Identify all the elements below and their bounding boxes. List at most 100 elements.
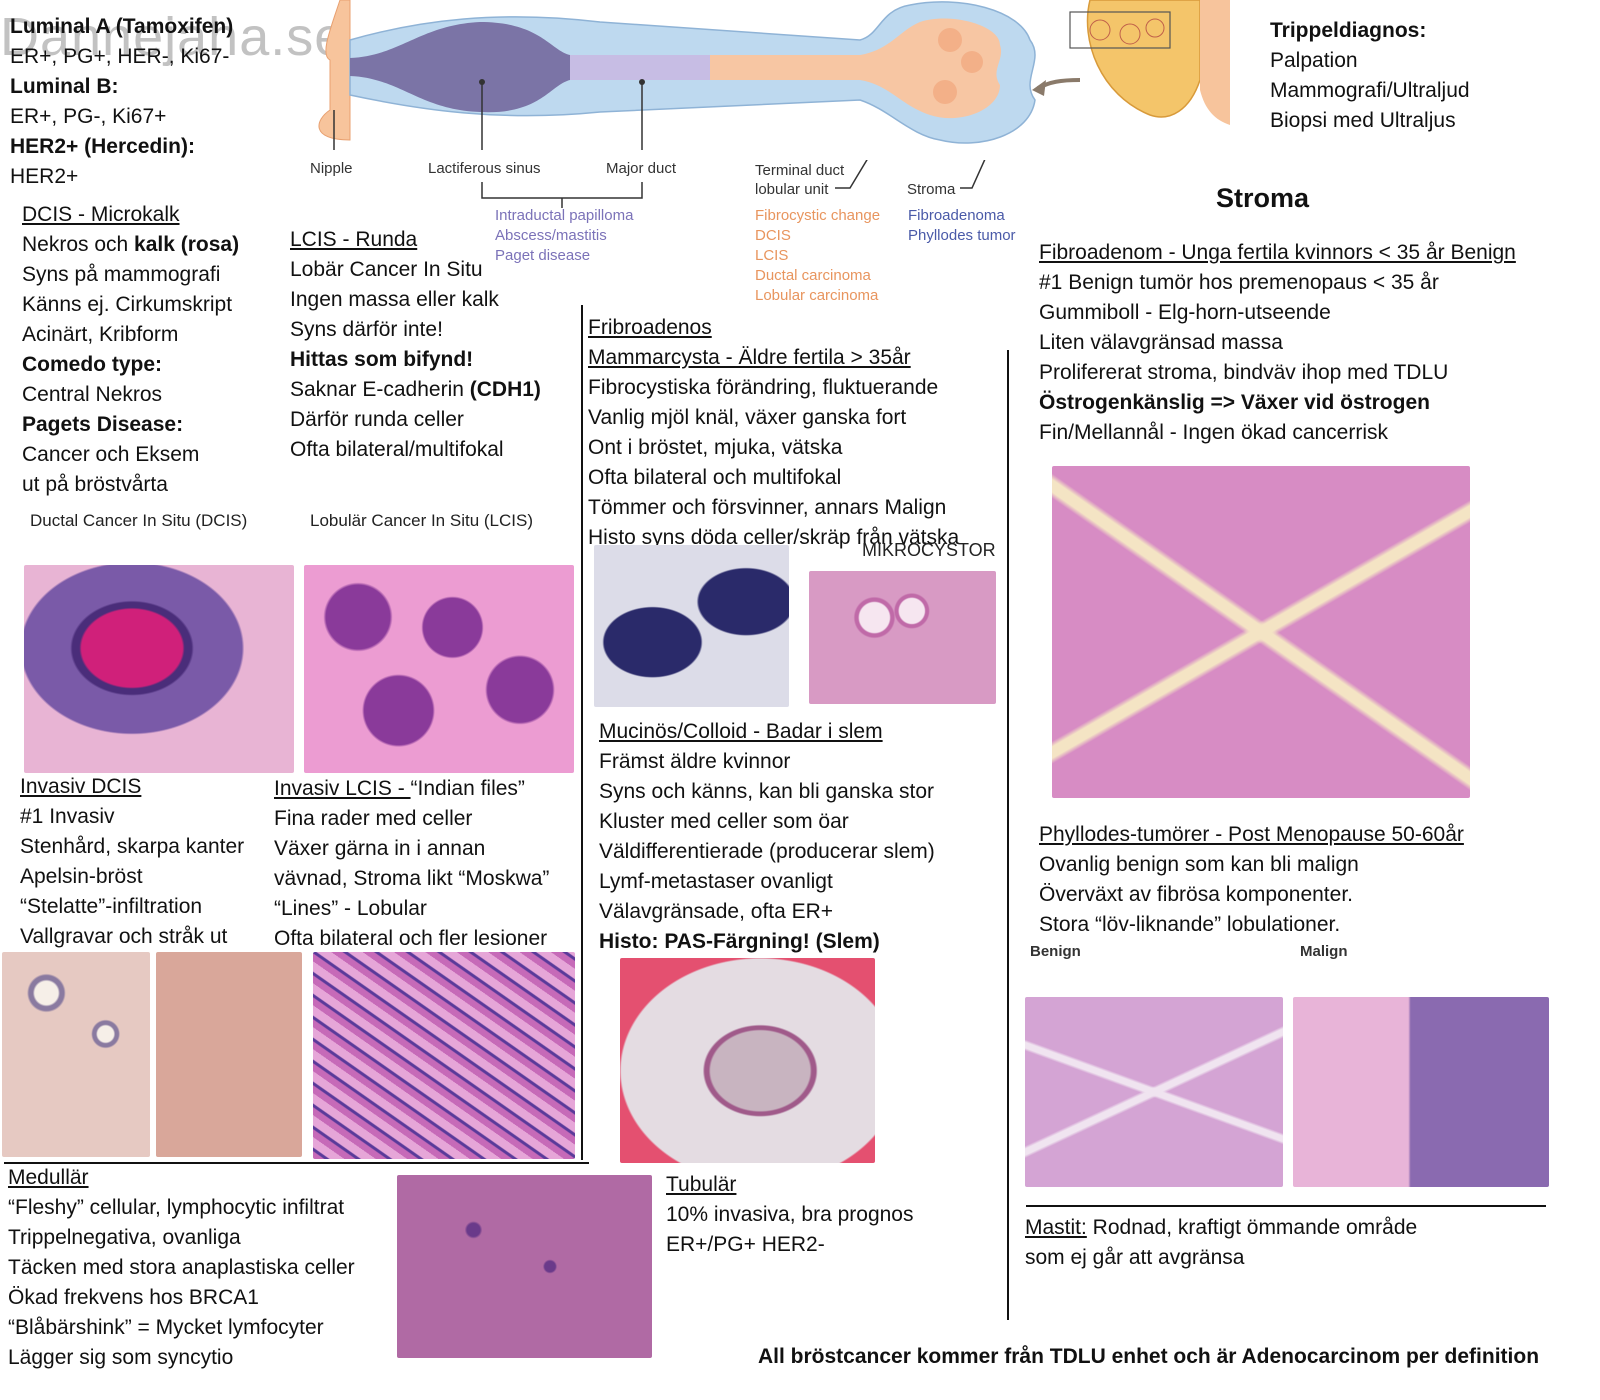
invasiv-dcis-line: Vallgravar och stråk ut bbox=[20, 925, 228, 948]
fibroadenom-line: Liten välavgränsad massa bbox=[1039, 331, 1283, 354]
lobule-icon bbox=[1089, 19, 1111, 41]
mucinos-line: Syns och känns, kan bli ganska stor bbox=[599, 780, 935, 803]
lcis-bold: Hittas som bifynd! bbox=[290, 348, 474, 371]
lesion-item: Fibroadenoma bbox=[908, 207, 1005, 224]
mucinos-micrograph bbox=[620, 958, 875, 1163]
label-major-duct: Major duct bbox=[606, 160, 677, 177]
stroma-pointer bbox=[960, 160, 986, 189]
medullar-title: Medullär bbox=[8, 1166, 89, 1189]
invasiv-dcis-micrograph-a bbox=[2, 952, 150, 1157]
lobule-circle bbox=[961, 51, 983, 73]
invasiv-lcis-micrograph bbox=[313, 952, 575, 1159]
mucinos-bold: Histo: PAS-Färgning! (Slem) bbox=[599, 930, 880, 953]
triple-line: Mammografi/Ultraljud bbox=[1270, 79, 1470, 102]
fibroadenom-line: Gummiboll - Elg-horn-utseende bbox=[1039, 301, 1331, 324]
breast-illustration bbox=[1032, 0, 1230, 125]
medullar-line: Trippelnegativa, ovanliga bbox=[8, 1226, 241, 1249]
phyllodes-block: Phyllodes-tumörer - Post Menopause 50-60… bbox=[1039, 820, 1464, 940]
lcis-line: Därför runda celler bbox=[290, 408, 464, 431]
mucinos-line: Kluster med celler som öar bbox=[599, 810, 849, 833]
label-lactiferous-sinus: Lactiferous sinus bbox=[428, 160, 541, 177]
lcis-line: Ingen massa eller kalk bbox=[290, 288, 499, 311]
phyllodes-benign-micrograph bbox=[1025, 997, 1283, 1187]
fibro-block: Fribroadenos Mammarcysta - Äldre fertila… bbox=[588, 313, 959, 553]
label-stroma: Stroma bbox=[907, 181, 956, 198]
tdlu-lesions: Fibrocystic change DCIS LCIS Ductal carc… bbox=[755, 206, 880, 306]
zoom-box bbox=[1069, 11, 1171, 49]
watermark: Dannejaha.se bbox=[0, 7, 346, 67]
tubular-title: Tubulär bbox=[666, 1173, 737, 1196]
lcis-caption: Lobulär Cancer In Situ (LCIS) bbox=[310, 511, 533, 530]
subtype-line: HER2+ bbox=[10, 165, 79, 188]
diagram-connectors bbox=[481, 160, 986, 208]
subtype-line: ER+, PG-, Ki67+ bbox=[10, 105, 167, 128]
mucinos-line: Väldifferentierade (producerar slem) bbox=[599, 840, 935, 863]
invasiv-dcis-line: #1 Invasiv bbox=[20, 805, 115, 828]
medullar-micrograph bbox=[397, 1175, 652, 1358]
mucinos-line: Lymf-metastaser ovanligt bbox=[599, 870, 833, 893]
lcis-block: LCIS - Runda Lobär Cancer In Situ Ingen … bbox=[290, 225, 541, 465]
microcyst-caption: MIKROCYSTOR bbox=[862, 540, 996, 560]
label-nipple: Nipple bbox=[310, 160, 353, 177]
medullar-line: Ökad frekvens hos BRCA1 bbox=[8, 1286, 259, 1309]
stroma-heading: Stroma bbox=[1216, 183, 1310, 213]
fibro-line: Ofta bilateral och multifokal bbox=[588, 466, 842, 489]
dcis-line: Nekros och kalk (rosa) bbox=[22, 230, 239, 260]
terminal-duct-shape bbox=[710, 18, 1002, 119]
tubular-line: 10% invasiva, bra prognos bbox=[666, 1203, 914, 1226]
tdlu-pointer bbox=[835, 160, 868, 189]
lcis-title: LCIS - Runda bbox=[290, 228, 418, 251]
lcis-micrograph bbox=[304, 565, 574, 773]
invasiv-lcis-line: Växer gärna in i annan bbox=[274, 837, 486, 860]
lobule-icon bbox=[1145, 18, 1165, 38]
lcis-line: Ofta bilateral/multifokal bbox=[290, 438, 504, 461]
fibro-line: Vanlig mjöl knäl, växer ganska fort bbox=[588, 406, 907, 429]
divider-vertical bbox=[581, 305, 583, 1160]
invasiv-lcis-line: “Lines” - Lobular bbox=[274, 897, 427, 920]
lobule-circle bbox=[938, 28, 962, 52]
lesion-item: Ductal carcinoma bbox=[755, 267, 871, 284]
divider-horizontal bbox=[1026, 1205, 1546, 1207]
mucinos-block: Mucinös/Colloid - Badar i slem Främst äl… bbox=[599, 717, 935, 957]
dcis-line: Syns på mammografi bbox=[22, 263, 221, 286]
fibro-subtitle: Mammarcysta - Äldre fertila > 35år bbox=[588, 346, 911, 369]
dcis-block: DCIS - Microkalk Nekros och kalk (rosa) … bbox=[22, 200, 239, 500]
dcis-line: Cancer och Eksem bbox=[22, 443, 200, 466]
lesion-item: Paget disease bbox=[495, 247, 591, 264]
invasiv-lcis-title-rest: “Indian files” bbox=[410, 777, 525, 800]
subtype-line: HER2+ (Hercedin): bbox=[10, 135, 195, 158]
lesion-item: Fibrocystic change bbox=[755, 207, 881, 224]
dcis-title: DCIS - Microkalk bbox=[22, 203, 180, 226]
mucinos-title: Mucinös/Colloid - Badar i slem bbox=[599, 720, 883, 743]
invasiv-lcis-line: Fina rader med celler bbox=[274, 807, 473, 830]
stroma-lesions: Fibroadenoma Phyllodes tumor bbox=[908, 206, 1016, 246]
fibroadenom-line: Prolifererat stroma, bindväv ihop med TD… bbox=[1039, 361, 1449, 384]
label-lobular-unit: lobular unit bbox=[755, 181, 829, 198]
invasiv-lcis-block: Invasiv LCIS - “Indian files” Fina rader… bbox=[274, 774, 549, 954]
dcis-paget: Pagets Disease: bbox=[22, 413, 184, 436]
mucinos-line: Främst äldre kvinnor bbox=[599, 750, 791, 773]
fibro-line: Fibrocystiska förändring, fluktuerande bbox=[588, 376, 939, 399]
cyst-cytology-micrograph bbox=[594, 545, 789, 707]
dcis-caption: Ductal Cancer In Situ (DCIS) bbox=[30, 511, 248, 530]
medullar-line: “Blåbärshink” = Mycket lymfocyter bbox=[8, 1316, 324, 1339]
benign-label: Benign bbox=[1030, 943, 1081, 960]
lesion-item: LCIS bbox=[755, 247, 789, 264]
fibroadenom-line: Fin/Mellannål - Ingen ökad cancerrisk bbox=[1039, 421, 1389, 444]
lcis-line: Lobär Cancer In Situ bbox=[290, 258, 483, 281]
dcis-text: Nekros och bbox=[22, 233, 135, 256]
fibroadenom-bold: Östrogenkänslig => Växer vid östrogen bbox=[1039, 391, 1430, 414]
divider-horizontal bbox=[4, 1162, 589, 1164]
fibro-line: Tömmer och försvinner, annars Malign bbox=[588, 496, 947, 519]
mastit-title: Mastit: bbox=[1025, 1216, 1087, 1239]
microcyst-micrograph bbox=[809, 571, 996, 704]
tubular-block: Tubulär 10% invasiva, bra prognos ER+/PG… bbox=[666, 1170, 913, 1260]
triple-line: Palpation bbox=[1270, 49, 1358, 72]
fibroadenom-micrograph bbox=[1052, 466, 1470, 798]
tubular-line: ER+/PG+ HER2- bbox=[666, 1233, 825, 1256]
lcis-line: Syns därför inte! bbox=[290, 318, 443, 341]
phyllodes-line: Stora “löv-liknande” lobulationer. bbox=[1039, 913, 1341, 936]
medullar-line: Lägger sig som syncytio bbox=[8, 1346, 234, 1369]
fibroadenom-block: Fibroadenom - Unga fertila kvinnors < 35… bbox=[1039, 238, 1516, 448]
mastit-block: Mastit: Rodnad, kraftigt ömmande område … bbox=[1025, 1213, 1417, 1273]
